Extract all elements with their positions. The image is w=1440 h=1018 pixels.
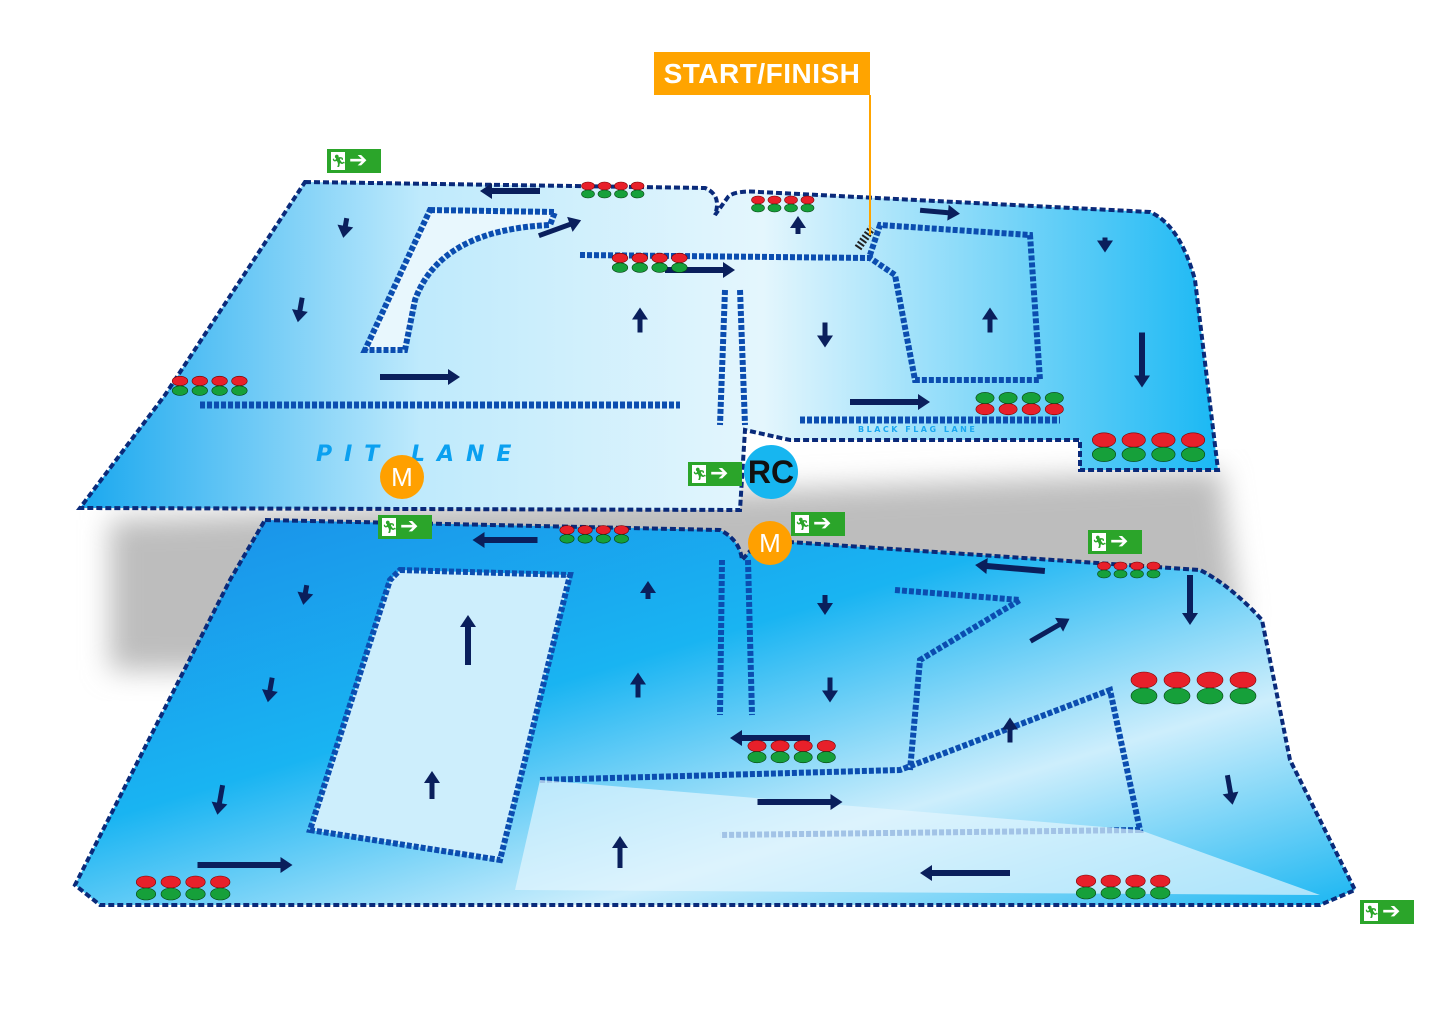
- red-green-light-icon: [1075, 874, 1171, 900]
- direction-arrow-icon: [1029, 617, 1070, 644]
- red-green-light-icon: [135, 875, 231, 901]
- red-green-light-icon: [611, 252, 688, 273]
- direction-arrow-icon: [975, 558, 1046, 575]
- direction-arrow-icon: [822, 677, 838, 703]
- direction-arrow-icon: [757, 794, 843, 810]
- direction-arrow-icon: [538, 216, 582, 239]
- direction-arrow-icon: [1182, 575, 1198, 625]
- emergency-exit-sign-icon: 🏃︎➔: [1360, 900, 1414, 924]
- direction-arrow-icon: [612, 836, 628, 868]
- direction-arrow-icon: [424, 771, 440, 799]
- direction-arrow-icon: [337, 217, 354, 238]
- direction-arrow-icon: [790, 216, 806, 234]
- center-divider-upper: [717, 289, 748, 426]
- arrow-right-icon: ➔: [349, 148, 368, 173]
- arrow-right-icon: ➔: [1382, 899, 1401, 924]
- direction-arrow-icon: [480, 183, 540, 199]
- arrow-right-icon: ➔: [1110, 529, 1129, 554]
- race-control-marker: RC: [744, 445, 798, 499]
- direction-arrow-icon: [850, 394, 930, 410]
- red-green-light-icon: [975, 392, 1064, 416]
- marshal-marker: M: [380, 455, 424, 499]
- red-green-light-icon: [171, 375, 248, 396]
- red-green-light-icon: [1092, 432, 1206, 462]
- direction-arrow-icon: [632, 307, 648, 333]
- red-green-light-icon: [747, 740, 836, 764]
- running-man-icon: 🏃︎: [382, 518, 398, 536]
- emergency-exit-sign-icon: 🏃︎➔: [327, 149, 381, 173]
- direction-arrow-icon: [817, 322, 833, 348]
- emergency-exit-sign-icon: 🏃︎➔: [688, 462, 742, 486]
- red-green-light-icon: [1130, 671, 1257, 705]
- direction-arrow-icon: [1097, 237, 1113, 253]
- running-man-icon: 🏃︎: [1364, 903, 1380, 921]
- emergency-exit-sign-icon: 🏃︎➔: [1088, 530, 1142, 554]
- direction-arrow-icon: [1134, 332, 1150, 388]
- direction-arrow-icon: [297, 584, 314, 605]
- direction-arrow-icon: [460, 615, 476, 665]
- direction-arrow-icon: [1002, 717, 1018, 743]
- direction-arrow-icon: [380, 369, 460, 385]
- direction-arrow-icon: [211, 784, 228, 815]
- marshal-marker: M: [748, 521, 792, 565]
- black-flag-lane-label: BLACK FLAG LANE: [858, 425, 978, 434]
- emergency-exit-sign-icon: 🏃︎➔: [791, 512, 845, 536]
- red-green-light-icon: [581, 181, 645, 199]
- direction-arrow-icon: [292, 297, 308, 323]
- direction-arrow-icon: [982, 307, 998, 333]
- direction-arrow-icon: [919, 204, 960, 221]
- red-green-light-icon: [751, 195, 815, 213]
- arrow-right-icon: ➔: [710, 461, 729, 486]
- infield-lower-left: [306, 566, 574, 864]
- center-divider-lower: [717, 559, 755, 716]
- running-man-icon: 🏃︎: [1092, 533, 1108, 551]
- running-man-icon: 🏃︎: [692, 465, 708, 483]
- direction-arrow-icon: [640, 581, 656, 599]
- direction-arrow-icon: [262, 677, 278, 703]
- running-man-icon: 🏃︎: [795, 515, 811, 533]
- emergency-exit-sign-icon: 🏃︎➔: [378, 515, 432, 539]
- direction-arrow-icon: [730, 730, 810, 746]
- infield-lower-bottom: [515, 780, 1320, 895]
- arrow-right-icon: ➔: [400, 514, 419, 539]
- running-man-icon: 🏃︎: [331, 152, 347, 170]
- start-finish-label: START/FINISH: [654, 52, 870, 95]
- direction-arrow-icon: [920, 865, 1010, 881]
- upper-level-track: [76, 179, 1221, 513]
- direction-arrow-icon: [472, 532, 538, 548]
- direction-arrow-icon: [197, 857, 293, 873]
- red-green-light-icon: [1097, 561, 1161, 579]
- direction-arrow-icon: [1222, 774, 1239, 805]
- infield-upper-left: [360, 206, 560, 353]
- direction-arrow-icon: [817, 595, 833, 615]
- direction-arrow-icon: [630, 672, 646, 698]
- arrow-right-icon: ➔: [813, 511, 832, 536]
- red-green-light-icon: [559, 525, 629, 544]
- infield-upper-center: [579, 221, 1044, 383]
